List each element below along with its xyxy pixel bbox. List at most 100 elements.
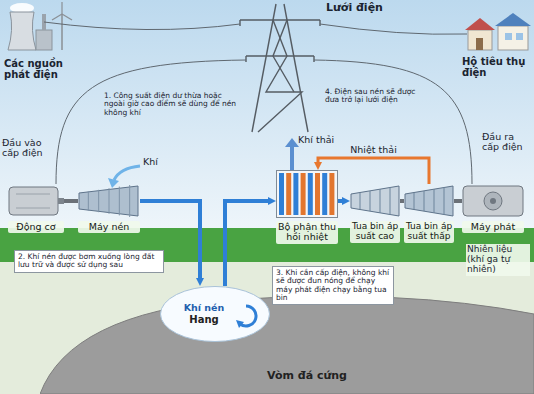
illustration-part xyxy=(119,187,120,216)
illustration-part xyxy=(56,60,246,184)
illustration-part xyxy=(129,185,130,217)
illustration-part xyxy=(293,173,298,215)
illustration-part xyxy=(314,60,472,184)
cave-label: Khí nén xyxy=(184,303,225,313)
illustration-part xyxy=(8,12,36,50)
illustration-part xyxy=(277,171,338,218)
illustration-part xyxy=(52,14,62,20)
label-slot: 3. Khi cần cấp điện, không khí sẽ được đ… xyxy=(272,266,394,305)
turbine-box: Tua bin áp suất thấp xyxy=(404,184,454,243)
illustration-part xyxy=(320,24,467,34)
illustration-part xyxy=(36,30,52,50)
heading-label: Các nguồn phát điện xyxy=(4,58,76,80)
annotation-label: Đầu vào cấp điện xyxy=(2,138,48,159)
illustration-part xyxy=(290,146,294,170)
shaft-connector xyxy=(400,199,404,203)
machine-drawing xyxy=(8,184,64,218)
illustration-part xyxy=(62,14,72,20)
machine-drawing xyxy=(404,184,454,218)
illustration-part xyxy=(380,189,381,213)
illustration-part xyxy=(61,2,62,14)
flow-connector xyxy=(338,199,342,203)
annotation-label: 1. Công suất điện dư thừa hoặc ngoài giờ… xyxy=(104,92,244,117)
illustration-part xyxy=(434,189,435,213)
illustration-part xyxy=(246,55,314,56)
machine-shape xyxy=(276,170,338,218)
illustration-part xyxy=(465,18,495,30)
illustration-part xyxy=(414,193,415,209)
edge-label: Nhiệt thải xyxy=(350,145,397,155)
region-label: Vòm đá cứng xyxy=(267,370,347,382)
illustration-part xyxy=(463,186,523,216)
pylon xyxy=(240,4,320,132)
compressor-box: Máy nén xyxy=(78,184,140,233)
illustration-part xyxy=(329,173,334,215)
annotation-label: Đầu ra cấp điện xyxy=(482,132,530,153)
illustration-part xyxy=(108,178,119,188)
annotation-label: Khí thải xyxy=(298,135,334,145)
machine-drawing xyxy=(350,184,400,218)
machine-drawing xyxy=(276,170,338,218)
heat-recovery-box: Bộ phận thu hồi nhiệt xyxy=(276,170,338,244)
power-plant xyxy=(8,2,72,50)
illustration-part xyxy=(16,194,50,195)
illustration-part xyxy=(516,33,523,40)
label-slot: Khí thải xyxy=(298,135,334,145)
illustration-part xyxy=(16,208,50,209)
illustration-part xyxy=(351,186,399,216)
heading-label: Lưới điện xyxy=(326,2,383,14)
machine-shape xyxy=(404,184,454,218)
illustration-part xyxy=(98,190,99,212)
machine-label: Bộ phận thu hồi nhiệt xyxy=(276,221,338,244)
edge-label-slot: Nhiệt thải xyxy=(350,145,397,155)
illustration-part xyxy=(468,30,492,50)
label-slot: 1. Công suất điện dư thừa hoặc ngoài giờ… xyxy=(104,92,244,117)
illustration-part xyxy=(505,33,512,40)
note-box: 3. Khi cần cấp điện, không khí sẽ được đ… xyxy=(272,266,394,305)
illustration-part xyxy=(114,166,140,180)
illustration-part xyxy=(88,191,89,210)
illustration-part xyxy=(286,173,291,215)
power-wires xyxy=(44,22,472,184)
illustration-part xyxy=(476,38,483,50)
illustration-part xyxy=(308,173,313,215)
illustration-part xyxy=(313,56,314,62)
illustration-part xyxy=(252,4,276,132)
generator-box: Máy phát xyxy=(462,184,524,233)
machine-drawing xyxy=(78,184,140,218)
machine-label: Động cơ xyxy=(8,221,64,233)
illustration-part xyxy=(239,20,240,26)
label-slot: Khí xyxy=(143,157,158,167)
label-slot: Các nguồn phát điện xyxy=(4,58,76,80)
illustration-part xyxy=(322,173,327,215)
cave-ellipse: Khí nénHang xyxy=(160,286,270,342)
illustration-part xyxy=(424,191,425,211)
underground xyxy=(0,262,534,394)
illustration-part xyxy=(405,186,453,216)
illustration-part xyxy=(315,173,320,215)
machine-shape xyxy=(462,184,524,218)
annotation-label: Khí xyxy=(143,157,158,167)
illustration-part xyxy=(319,20,320,26)
machine-shape xyxy=(78,184,140,218)
label-slot: Hộ tiêu thụ điện xyxy=(462,56,532,78)
exhaust-arrow xyxy=(285,138,299,170)
illustration-part xyxy=(258,20,302,132)
turbine-box: Tua bin áp suất cao xyxy=(350,184,400,243)
machine-label: Tua bin áp suất cao xyxy=(350,221,400,243)
label-slot: 4. Điện sau nén sẽ được đưa trở lại lưới… xyxy=(325,88,430,105)
machine-shape xyxy=(8,184,64,218)
illustration-part xyxy=(44,22,240,30)
shaft-connector xyxy=(64,199,78,203)
machine-label: Máy nén xyxy=(78,221,140,233)
cave-label: Hang xyxy=(189,314,218,325)
illustration-part xyxy=(284,4,308,132)
illustration-part xyxy=(498,26,528,50)
label-slot: 2. Khí nén được bơm xuống lòng đất lưu t… xyxy=(14,250,164,273)
illustration-part xyxy=(240,19,320,20)
illustration-part xyxy=(370,191,371,211)
label-slot: Lưới điện xyxy=(326,2,383,14)
illustration-part xyxy=(61,14,63,50)
